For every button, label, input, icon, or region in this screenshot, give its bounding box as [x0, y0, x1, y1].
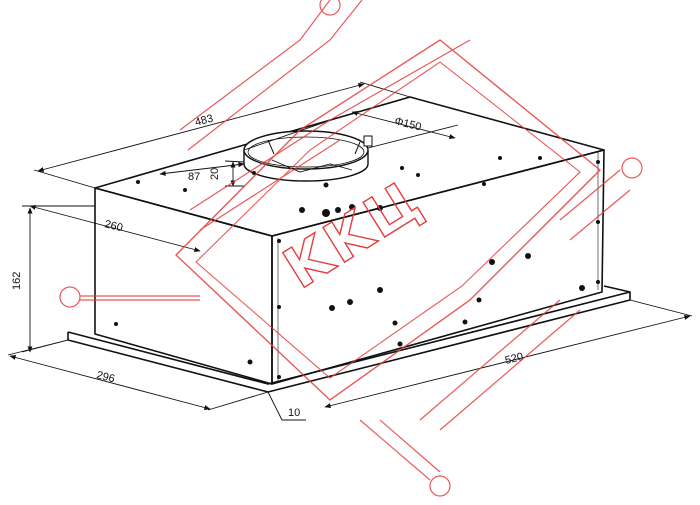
dim-depth-label: 296 — [95, 369, 116, 385]
dim-width-label: 483 — [194, 113, 215, 129]
dim-collar-diameter-label: Φ150 — [393, 115, 422, 133]
dimension-lines — [7, 81, 693, 421]
hood-left-face — [94, 187, 273, 385]
dim-length-label: 520 — [504, 351, 525, 367]
dim-collar-offset-label: 87 — [188, 171, 200, 183]
dim-inner-depth-label: 260 — [103, 218, 124, 234]
dim-collar-height-label: 20 — [209, 168, 221, 180]
dim-flange-label: 10 — [288, 407, 300, 419]
exhaust-collar — [243, 130, 373, 182]
dim-height-label: 162 — [11, 272, 23, 290]
watermark-text: KKЦ — [273, 167, 435, 302]
watermark — [59, 0, 643, 497]
mounting-holes — [114, 156, 600, 379]
